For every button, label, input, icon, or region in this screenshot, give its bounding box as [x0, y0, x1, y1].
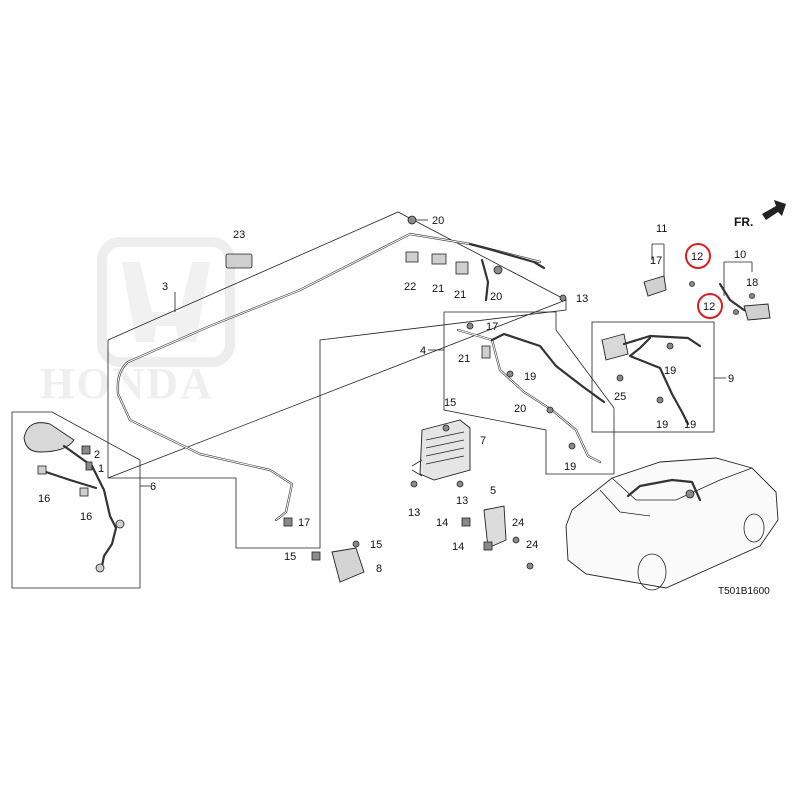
callout-21b: 21: [454, 289, 466, 301]
nut-part-14a: [461, 517, 471, 527]
roof-feeder-cable: [116, 232, 546, 522]
diagram-code: T501B1600: [718, 586, 770, 597]
bolt-part-1: [85, 461, 93, 471]
callout-7: 7: [480, 435, 486, 447]
clip-part-15b: [311, 551, 321, 561]
bracket-part-8: [311, 540, 365, 583]
clip-part-18: [749, 293, 755, 299]
callout-2: 2: [94, 449, 100, 461]
callout-5: 5: [490, 485, 496, 497]
callout-19a: 19: [524, 371, 536, 383]
screw-part-12a: [689, 281, 695, 287]
callout-24b: 24: [526, 539, 538, 551]
clip-part-21a: [431, 253, 447, 265]
callout-19e: 19: [684, 419, 696, 431]
callout-19c: 19: [664, 365, 676, 377]
callout-23: 23: [233, 229, 245, 241]
roof-antenna-assembly: [23, 422, 125, 573]
callout-4: 4: [420, 345, 426, 357]
clip-part-20b: [493, 265, 503, 275]
clip-part-15c: [352, 540, 360, 548]
callout-20b: 20: [490, 291, 502, 303]
callout-13b: 13: [408, 507, 420, 519]
group-box-9: [591, 321, 715, 433]
module-unit-9: [601, 333, 702, 426]
cable-part-10: [718, 282, 771, 321]
callout-18: 18: [746, 277, 758, 289]
group-box-4: [443, 311, 615, 475]
callout-22: 22: [404, 281, 416, 293]
honda-watermark-logo: HONDA: [40, 237, 235, 408]
bolt-part-24a: [512, 536, 520, 544]
group-box-3: [107, 211, 567, 549]
callout-12b: 12: [703, 301, 715, 313]
callout-21a: 21: [432, 283, 444, 295]
callout-20c: 20: [514, 403, 526, 415]
callout-17a: 17: [486, 321, 498, 333]
callout-6: 6: [150, 481, 156, 493]
nut-part-14b: [483, 541, 493, 551]
amplifier-unit-7: [410, 419, 471, 488]
callout-19d: 19: [656, 419, 668, 431]
connector-part-16b: [79, 487, 89, 497]
vehicle-outline: [565, 457, 779, 591]
front-indicator-label: FR.: [734, 215, 753, 229]
bolt-part-25: [616, 374, 624, 382]
clip-part-20: [407, 215, 417, 225]
bolt-part-13b: [410, 480, 418, 488]
screw-part-12b: [733, 309, 739, 315]
bracket-part-5: [461, 505, 534, 570]
callout-16b: 16: [80, 511, 92, 523]
callout-15c: 15: [370, 539, 382, 551]
callout-25: 25: [614, 391, 626, 403]
clip-part-21b: [455, 261, 469, 275]
callout-16a: 16: [38, 493, 50, 505]
callout-19b: 19: [564, 461, 576, 473]
callout-14a: 14: [436, 517, 448, 529]
bolt-part-13c: [456, 480, 464, 488]
highlight-ring-12b: [697, 293, 723, 319]
callout-12a: 12: [691, 251, 703, 263]
callout-13c: 13: [456, 495, 468, 507]
bolt-part-13a: [559, 294, 567, 302]
callout-8: 8: [376, 563, 382, 575]
clip-part-2: [81, 445, 91, 455]
callout-3: 3: [162, 281, 168, 293]
clip-part-21c: [481, 345, 491, 359]
connector-part-16a: [37, 465, 47, 475]
callout-10: 10: [734, 249, 746, 261]
callout-24a: 24: [512, 517, 524, 529]
callout-15a: 15: [444, 397, 456, 409]
callout-20a: 20: [432, 215, 444, 227]
bolt-part-24b: [526, 562, 534, 570]
callout-21c: 21: [458, 353, 470, 365]
callout-1: 1: [98, 463, 104, 475]
bracket-part-11: [643, 275, 695, 297]
callout-17d: 17: [298, 517, 310, 529]
callout-11: 11: [656, 223, 667, 235]
callout-17b: 17: [650, 255, 662, 267]
clip-part-17d: [283, 517, 293, 527]
callout-9: 9: [728, 373, 734, 385]
clip-part-22: [405, 251, 419, 263]
antenna-cable-4: [456, 322, 606, 464]
callout-14b: 14: [452, 541, 464, 553]
callout-15b: 15: [284, 551, 296, 563]
front-arrow-icon: [762, 200, 786, 220]
pad-part-23: [225, 253, 253, 269]
group-box-6: [11, 411, 141, 589]
highlight-ring-12a: [685, 243, 711, 269]
callout-13a: 13: [576, 293, 588, 305]
bracket-11: [651, 243, 665, 276]
honda-watermark-text: HONDA: [40, 359, 214, 408]
